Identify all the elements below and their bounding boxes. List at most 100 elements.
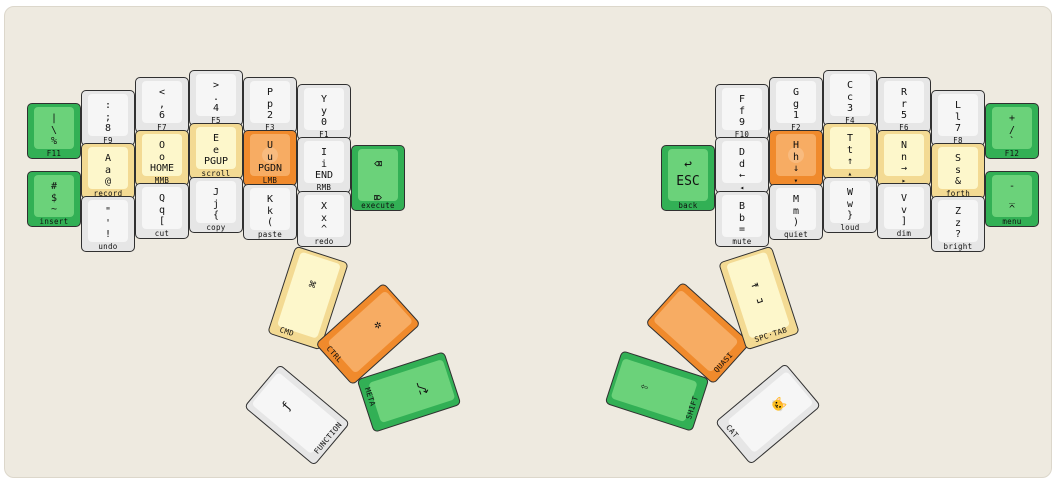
key-label: D d ← <box>738 147 746 181</box>
keycap-top <box>196 127 236 169</box>
keycap-top <box>142 187 182 229</box>
key-t-cat: 🐱CAT <box>714 362 822 466</box>
keycap-top <box>304 141 344 183</box>
keycap-dot <box>262 146 278 163</box>
key-label: E e PGUP <box>203 133 229 167</box>
key-sublabel: loud <box>840 223 860 232</box>
key-sublabel: ◂ <box>739 183 745 192</box>
key-sublabel: paste <box>257 230 283 239</box>
key-label: Z z ? <box>954 206 962 240</box>
key-sublabel: copy <box>206 223 226 232</box>
key-label: O o HOME <box>149 140 175 174</box>
key-sublabel: MMB <box>154 176 170 185</box>
keycap-top <box>196 181 236 223</box>
key-sublabel: insert <box>39 217 69 226</box>
keycap-top <box>938 94 978 136</box>
key-label: R r 5 <box>900 87 908 121</box>
keycap-top <box>776 134 816 176</box>
key-r-c1-r1: D d ← ◂ <box>715 137 769 193</box>
key-sublabel: execute <box>361 201 395 210</box>
key-sublabel: F11 <box>46 149 62 158</box>
key-r-c4-r1: N n →▸ <box>877 130 931 186</box>
keycap-top <box>358 149 398 201</box>
key-sublabel: RMB <box>316 183 332 192</box>
key-label: | \ % <box>50 113 58 147</box>
key-sublabel: dim <box>896 229 912 238</box>
keycap-top <box>250 134 290 176</box>
key-r-c2-r1: H h ↓ ▾ <box>769 130 823 186</box>
key-sublabel: F6 <box>899 123 909 132</box>
keycap-top <box>830 74 870 116</box>
key-l-c0-r0: | \ % F11 <box>27 103 81 159</box>
keycap-top <box>722 195 762 237</box>
key-label: ⌫ ⌦ <box>374 157 382 206</box>
key-label: < , 6 <box>158 87 166 121</box>
key-sublabel: ▸ <box>901 176 907 185</box>
key-sublabel: F12 <box>1004 149 1020 158</box>
key-l-c1-r2: " ' !undo <box>81 196 135 252</box>
keycap-dot <box>788 146 804 163</box>
keycap-top <box>88 94 128 136</box>
key-sublabel: F4 <box>845 116 855 125</box>
key-l-c0-r1: # $ ~ insert <box>27 171 81 227</box>
key-sublabel: record <box>93 189 123 198</box>
keycap-top <box>250 188 290 230</box>
key-r-c3-r0: C c 3 F4 <box>823 70 877 126</box>
keycap-top <box>722 141 762 183</box>
key-sublabel: mute <box>732 237 752 246</box>
key-label: J j { <box>212 187 220 221</box>
keycap-top <box>884 187 924 229</box>
keycap-top <box>776 81 816 123</box>
key-r-c2-r2: M m )quiet <box>769 184 823 240</box>
key-label: - _ ^ <box>1008 181 1016 215</box>
key-label: C c 3 <box>846 80 854 114</box>
key-sublabel: cut <box>154 229 170 238</box>
key-sublabel: ▴ <box>847 169 853 178</box>
key-l-c4-r0: P p 2 F3 <box>243 77 297 133</box>
key-sublabel: F5 <box>211 116 221 125</box>
keycap-top <box>304 195 344 237</box>
key-sublabel: redo <box>314 237 334 246</box>
key-label: X x ^ <box>320 201 328 235</box>
key-sublabel: quiet <box>783 230 809 239</box>
keycap-top <box>884 134 924 176</box>
key-r-c1-r2: B b =mute <box>715 191 769 247</box>
key-l-c2-r1: O o HOME MMB <box>135 130 189 186</box>
key-l-c6: ⌫ ⌦execute <box>351 145 405 211</box>
keycap-top <box>34 107 74 149</box>
key-label: + / ` <box>1008 113 1016 147</box>
key-label: V v ] <box>900 193 908 227</box>
key-r-c3-r2: W w }loud <box>823 177 877 233</box>
key-label: I i END <box>314 147 334 181</box>
key-sublabel: ▾ <box>793 176 799 185</box>
key-label: " ' ! <box>104 206 112 240</box>
key-label: A a @ <box>104 153 112 187</box>
keycap-top <box>992 175 1032 217</box>
keycap-top <box>722 88 762 130</box>
key-sublabel: F8 <box>953 136 963 145</box>
key-l-c5-r2: X x ^ redo <box>297 191 351 247</box>
key-sublabel: F7 <box>157 123 167 132</box>
key-label: # $ ~ <box>50 181 58 215</box>
key-sublabel: F3 <box>265 123 275 132</box>
key-label: U u PGDN <box>257 140 283 174</box>
key-label: S s & <box>954 153 962 187</box>
key-label: K k ( <box>266 194 274 228</box>
keycap-top <box>304 88 344 130</box>
key-r-c5-r1: S s &forth <box>931 143 985 199</box>
key-r-c5-r2: Z z ?bright <box>931 196 985 252</box>
key-label: H h ↓ <box>792 140 800 174</box>
keycap-top <box>830 181 870 223</box>
keycap-top <box>142 134 182 176</box>
key-l-c2-r0: < , 6 F7 <box>135 77 189 133</box>
key-label: P p 2 <box>266 87 274 121</box>
keycap-top <box>938 200 978 242</box>
key-r-c4-r0: R r 5 F6 <box>877 77 931 133</box>
